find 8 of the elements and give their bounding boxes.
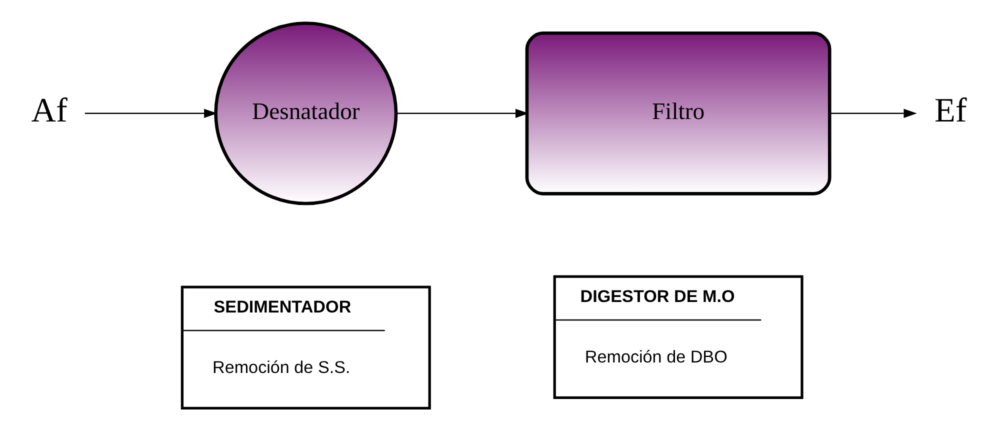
- node-box: Filtro: [525, 32, 832, 196]
- node-circle: Desnatador: [214, 22, 398, 206]
- arrow: [84, 108, 218, 118]
- arrow: [830, 108, 917, 118]
- node-box: SEDIMENTADOR Remoción de S.S.: [180, 286, 431, 410]
- node-text: Ef: [934, 92, 967, 130]
- node-text: Af: [31, 92, 68, 130]
- node-box: DIGESTOR DE M.O Remoción de DBO: [553, 275, 804, 399]
